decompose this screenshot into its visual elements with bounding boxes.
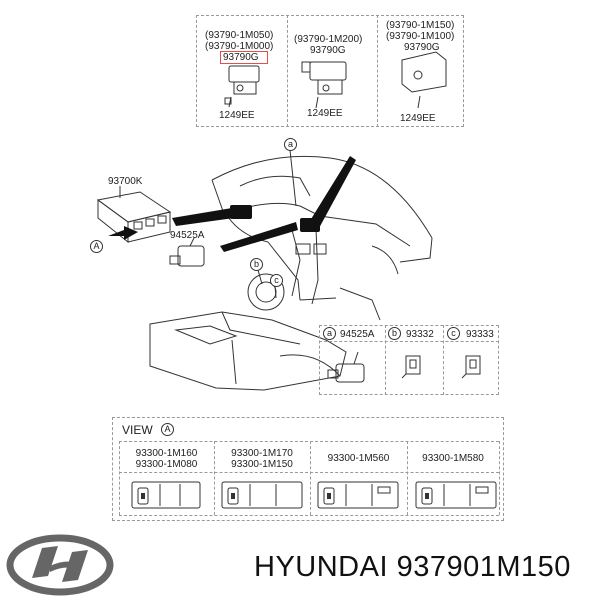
view-col-divider-3 <box>407 441 408 515</box>
callout-c-marker: c <box>270 274 283 287</box>
group1-bolt: 1249EE <box>219 110 255 121</box>
highlight-box <box>220 51 268 64</box>
connector-94525a <box>169 237 205 267</box>
group3-part: 93790G <box>404 42 440 53</box>
group2-bolt: 1249EE <box>307 108 343 119</box>
hyundai-logo-icon <box>6 534 114 596</box>
view-title-marker: A <box>161 423 174 436</box>
callout-b-marker: b <box>250 258 263 271</box>
pointer-arrows <box>108 156 356 252</box>
view-header-top <box>119 441 499 442</box>
group1-part: 93790G <box>223 52 259 63</box>
top-panel-divider-2 <box>377 15 378 127</box>
view-a-marker: A <box>90 240 103 253</box>
legend-divider-2 <box>443 325 444 395</box>
callout-a-marker: a <box>284 138 297 151</box>
group2-code-1: (93790-1M200) <box>294 34 363 45</box>
group1-code-2: (93790-1M000) <box>205 41 274 52</box>
view-col2-code-1: 93300-1M170 <box>231 448 293 459</box>
legend-divider-1 <box>385 325 386 395</box>
top-parts-panel <box>196 15 464 127</box>
group3-code-1: (93790-1M150) <box>386 20 455 31</box>
view-header-bottom <box>119 472 499 473</box>
legend-a-marker: a <box>323 327 336 340</box>
legend-c-switch-icon <box>461 355 481 379</box>
brand-part-number: HYUNDAI 937901M150 <box>254 551 571 583</box>
hyundai-logo-h <box>32 546 88 582</box>
view-col4-code-1: 93300-1M580 <box>422 453 484 464</box>
view-col-right <box>499 441 500 515</box>
group3-code-2: (93790-1M100) <box>386 31 455 42</box>
legend-b-switch-icon <box>401 355 421 379</box>
view-col-divider-2 <box>310 441 311 515</box>
legend-c-marker: c <box>447 327 460 340</box>
legend-panel <box>319 325 499 395</box>
view-switch-block-1 <box>131 481 201 509</box>
switch-panel-label: 93700K <box>108 176 143 187</box>
view-switch-block-2 <box>221 481 303 509</box>
legend-b-code: 93332 <box>406 329 434 340</box>
group3-bolt: 1249EE <box>400 113 436 124</box>
switch-panel-93700k <box>96 186 172 244</box>
switch-part-icon-3 <box>401 51 447 109</box>
view-switch-block-4 <box>415 481 497 509</box>
view-col1-code-2: 93300-1M080 <box>135 459 198 470</box>
view-panel <box>112 417 504 521</box>
connector-label: 94525A <box>170 230 205 241</box>
view-title: VIEW <box>122 423 153 437</box>
view-bottom-line <box>119 515 499 516</box>
group2-part: 93790G <box>310 45 346 56</box>
legend-a-connector-icon <box>327 351 365 383</box>
legend-c-code: 93333 <box>466 329 494 340</box>
view-col2-code-2: 93300-1M150 <box>231 459 293 470</box>
view-switch-block-3 <box>317 481 399 509</box>
view-col3-code-1: 93300-1M560 <box>327 453 390 464</box>
view-col-divider-1 <box>214 441 215 515</box>
switch-part-icon-2 <box>301 61 347 109</box>
top-panel-divider-1 <box>287 15 288 127</box>
legend-header-line <box>319 341 499 342</box>
switch-part-icon-1 <box>224 65 260 108</box>
group1-code-1: (93790-1M050) <box>205 30 274 41</box>
view-col-left <box>119 441 120 515</box>
view-indicator-marks <box>141 493 429 499</box>
legend-b-marker: b <box>388 327 401 340</box>
view-col1-code-1: 93300-1M160 <box>135 448 198 459</box>
dashboard-outline <box>211 155 433 311</box>
legend-a-code: 94525A <box>340 329 375 340</box>
